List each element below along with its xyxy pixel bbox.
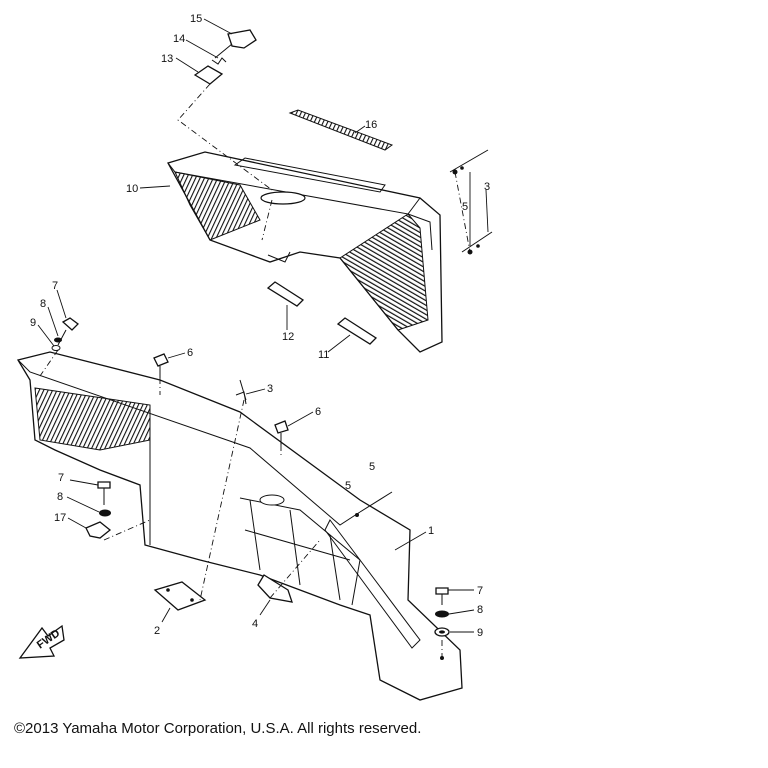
callout-labels: 15 14 13 16 10 3 5 12 11 7 8 9 6 3 6 5 5… — [30, 13, 490, 639]
left-fastener-group — [51, 317, 112, 539]
callout-number: 5 — [462, 201, 468, 213]
callout-number: 10 — [126, 183, 138, 195]
callout-number: 8 — [40, 298, 46, 310]
callout-number: 6 — [315, 406, 321, 418]
knob-part — [193, 29, 257, 85]
callout-number: 17 — [54, 512, 66, 524]
callout-number: 14 — [173, 33, 185, 45]
callout-number: 13 — [161, 53, 173, 65]
lower-cover-part — [16, 351, 463, 701]
bracket-part — [257, 574, 293, 603]
assembly-lines — [39, 83, 471, 660]
callout-number: 3 — [484, 181, 490, 193]
callout-number: 5 — [369, 461, 375, 473]
upper-fastener-group — [449, 149, 493, 255]
upper-cover-part — [167, 151, 443, 353]
callout-number: 7 — [58, 472, 64, 484]
callout-number: 3 — [267, 383, 273, 395]
callout-number: 5 — [345, 480, 351, 492]
callout-number: 8 — [477, 604, 483, 616]
right-fastener-group — [434, 587, 450, 637]
callout-number: 16 — [365, 119, 377, 131]
callout-number: 12 — [282, 331, 294, 343]
callout-number: 8 — [57, 491, 63, 503]
forward-direction-arrow: FWD — [18, 624, 65, 659]
callout-number: 1 — [428, 525, 434, 537]
rivet-group — [153, 353, 393, 517]
callout-number: 2 — [154, 625, 160, 637]
callout-number: 6 — [187, 347, 193, 359]
callout-number: 7 — [477, 585, 483, 597]
plate-part — [153, 581, 207, 611]
callout-number: 9 — [477, 627, 483, 639]
copyright-notice: ©2013 Yamaha Motor Corporation, U.S.A. A… — [14, 720, 422, 737]
callout-number: 9 — [30, 317, 36, 329]
callout-number: 4 — [252, 618, 258, 630]
decal-strip-part — [288, 109, 394, 151]
callout-number: 15 — [190, 13, 202, 25]
callout-number: 7 — [52, 280, 58, 292]
leader-lines — [37, 18, 489, 633]
callout-number: 11 — [318, 349, 329, 361]
pad-part — [266, 281, 378, 345]
